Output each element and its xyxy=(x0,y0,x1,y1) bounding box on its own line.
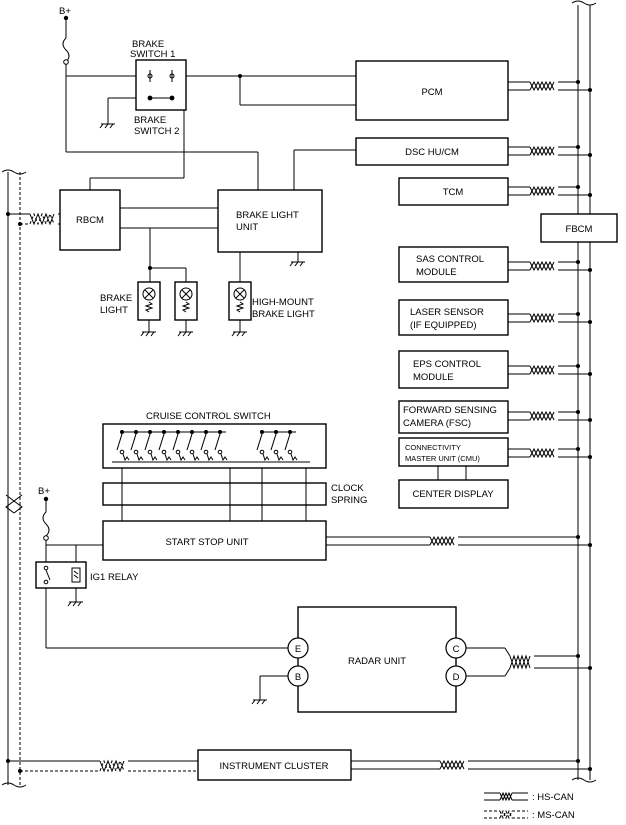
sas-module: SAS CONTROL MODULE xyxy=(398,246,592,283)
clock-spring-label-l2: SPRING xyxy=(331,495,367,506)
radar-pin-c: C xyxy=(453,644,460,655)
ig1-relay-label: IG1 RELAY xyxy=(90,572,139,583)
clock-spring-label-l1: CLOCK xyxy=(331,483,364,494)
bplus-top-label: B+ xyxy=(59,6,71,17)
cruise-switch-contact xyxy=(172,430,186,462)
brake-light-unit-label-l1: BRAKE LIGHT xyxy=(236,210,299,221)
cmu-label-l1: CONNECTIVITY xyxy=(405,443,461,452)
brake-switch-circuit: B+ BRAKE SWITCH 1 BRAKE SWITCH 2 xyxy=(59,6,356,190)
laser-label-l1: LASER SENSOR xyxy=(410,307,484,318)
fsc-label-l2: CAMERA (FSC) xyxy=(403,418,471,429)
fsc-module: FORWARD SENSING CAMERA (FSC) xyxy=(398,400,592,434)
pcm-module: PCM xyxy=(355,60,592,121)
brake-light-unit: BRAKE LIGHT UNIT xyxy=(217,189,323,267)
cruise-control-switch: CRUISE CONTROL SWITCH xyxy=(102,411,327,469)
legend-hs-can: : HS-CAN xyxy=(532,792,574,803)
center-display-module: CENTER DISPLAY xyxy=(398,479,509,509)
eps-label-l1: EPS CONTROL xyxy=(413,359,481,370)
cruise-switch-contact xyxy=(186,430,200,462)
dsc-label: DSC HU/CM xyxy=(405,147,459,158)
radar-pin-e: E xyxy=(295,644,301,655)
dsc-module: DSC HU/CM xyxy=(293,137,592,190)
ms-can-bus xyxy=(1,169,27,788)
instrument-cluster-label: INSTRUMENT CLUSTER xyxy=(219,761,328,772)
start-stop-unit: START STOP UNIT xyxy=(102,520,592,561)
cruise-switch-contact xyxy=(144,430,158,462)
start-stop-label: START STOP UNIT xyxy=(165,537,248,548)
rbcm-label: RBCM xyxy=(76,215,104,226)
high-mount-label-l2: BRAKE LIGHT xyxy=(252,309,315,320)
radar-pin-d: D xyxy=(453,672,460,683)
brake-switch-1-label-l2: SWITCH 1 xyxy=(130,49,175,60)
radar-unit-label: RADAR UNIT xyxy=(348,656,406,667)
fbcm-module: FBCM xyxy=(540,213,618,243)
ig1-relay-circuit: B+ IG1 RELAY xyxy=(35,486,288,649)
brake-switch-2-label-l2: SWITCH 2 xyxy=(134,126,179,137)
cmu-label-l2: MASTER UNIT (CMU) xyxy=(405,454,480,463)
eps-label-l2: MODULE xyxy=(413,372,454,383)
sas-label-l2: MODULE xyxy=(416,267,457,278)
legend-ms-can: : MS-CAN xyxy=(532,810,575,821)
rbcm-module: RBCM xyxy=(6,110,218,251)
brake-light-label-l1: BRAKE xyxy=(100,293,132,304)
fsc-label-l1: FORWARD SENSING xyxy=(403,405,497,416)
brake-lights: BRAKE LIGHT HIGH-MOUNT BRAKE LIGHT xyxy=(100,228,315,337)
laser-label-l2: (IF EQUIPPED) xyxy=(410,320,477,331)
sas-label-l1: SAS CONTROL xyxy=(416,254,484,265)
eps-module: EPS CONTROL MODULE xyxy=(398,350,592,389)
center-display-label: CENTER DISPLAY xyxy=(412,489,494,500)
pcm-label: PCM xyxy=(421,87,442,98)
legend: : HS-CAN : MS-CAN xyxy=(484,791,575,821)
hs-can-bus xyxy=(571,0,597,783)
radar-pin-b: B xyxy=(295,672,301,683)
cruise-switch-label: CRUISE CONTROL SWITCH xyxy=(146,411,271,422)
clock-spring: CLOCK SPRING xyxy=(102,468,367,521)
instrument-cluster: INSTRUMENT CLUSTER xyxy=(6,749,592,781)
brake-light-unit-label-l2: UNIT xyxy=(236,222,258,233)
high-mount-label-l1: HIGH-MOUNT xyxy=(252,297,314,308)
cmu-module: CONNECTIVITY MASTER UNIT (CMU) xyxy=(398,437,592,480)
brake-light-label-l2: LIGHT xyxy=(100,305,128,316)
tcm-label: TCM xyxy=(443,187,464,198)
bplus-mid-label: B+ xyxy=(38,486,50,497)
brake-switch-2-label-l1: BRAKE xyxy=(134,115,166,126)
laser-sensor-module: LASER SENSOR (IF EQUIPPED) xyxy=(398,299,592,336)
brake-switch-1-label-l1: BRAKE xyxy=(132,39,164,50)
tcm-module: TCM xyxy=(398,177,592,206)
radar-unit: RADAR UNIT E B C D xyxy=(251,606,592,713)
fbcm-label: FBCM xyxy=(566,224,593,235)
